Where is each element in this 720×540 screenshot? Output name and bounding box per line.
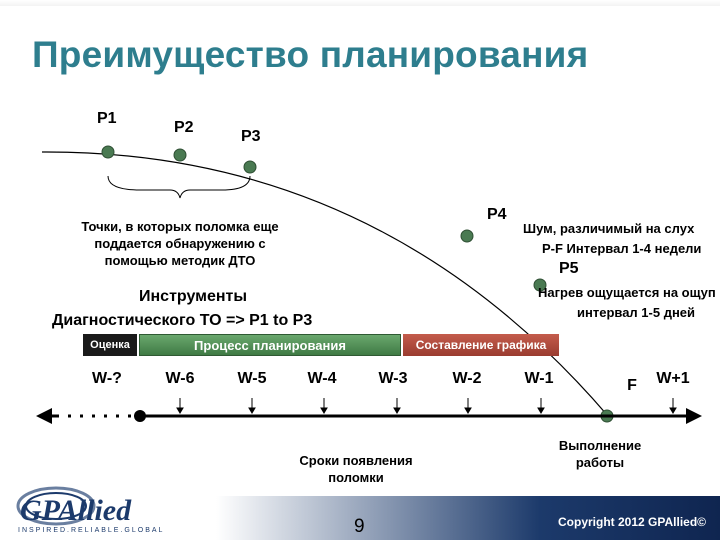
scheduling-bar: Составление графика bbox=[403, 334, 559, 356]
point-p1 bbox=[101, 145, 115, 159]
week-label-w3: W-3 bbox=[378, 370, 408, 387]
execution-line2: работы bbox=[575, 455, 625, 470]
week-label-w4: W-4 bbox=[307, 370, 337, 387]
p5-note-line2: интервал 1-5 дней bbox=[577, 305, 696, 320]
label-p4: P4 bbox=[487, 206, 507, 223]
label-p5: P5 bbox=[559, 260, 579, 277]
p4-note-line2: P-F Интервал 1-4 недели bbox=[542, 241, 702, 256]
p1-p3-note-line2: поддается обнаружению с bbox=[94, 236, 266, 251]
week-label-w6: W-6 bbox=[165, 370, 195, 387]
tools-heading-line1: Инструменты bbox=[139, 288, 248, 305]
svg-text:GPAllied: GPAllied bbox=[20, 494, 132, 527]
point-p3 bbox=[243, 160, 257, 174]
p1-p3-note-line3: помощью методик ДТО bbox=[104, 253, 256, 268]
gpallied-logo: GPAllied bbox=[16, 486, 132, 527]
page-number: 9 bbox=[354, 516, 365, 537]
p1-p3-note-line1: Точки, в которых поломка еще bbox=[81, 219, 279, 234]
page-title: Преимущество планирования bbox=[32, 34, 589, 75]
tools-heading-line2: Диагностического ТО => P1 to P3 bbox=[52, 312, 313, 329]
logo-tagline: INSPIRED.RELIABLE.GLOBAL bbox=[18, 527, 165, 534]
assessment-bar: Оценка bbox=[83, 334, 137, 356]
p4-note-line1: Шум, различимый на слух bbox=[523, 221, 695, 236]
week-ticks bbox=[176, 398, 677, 414]
failure-timing-caption: Сроки появления поломки bbox=[286, 452, 426, 486]
point-p2 bbox=[173, 148, 187, 162]
label-p3: P3 bbox=[241, 128, 261, 145]
p5-note-line1: Нагрев ощущается на ощуп bbox=[538, 285, 716, 300]
point-p5 bbox=[533, 278, 547, 292]
week-label-w-plus1: W+1 bbox=[656, 370, 690, 387]
failure-timing-line2: поломки bbox=[328, 470, 384, 485]
execution-caption: Выполнение работы bbox=[545, 437, 655, 471]
label-p2: P2 bbox=[174, 119, 194, 136]
week-label-w5: W-5 bbox=[237, 370, 267, 387]
p1-p3-note: Точки, в которых поломка еще поддается о… bbox=[70, 218, 290, 269]
planning-bar: Процесс планирования bbox=[139, 334, 401, 356]
point-p4 bbox=[460, 229, 474, 243]
footer-band bbox=[0, 496, 720, 540]
week-label-w1: W-1 bbox=[524, 370, 554, 387]
top-border bbox=[0, 0, 720, 6]
failure-timing-line1: Сроки появления bbox=[299, 453, 413, 468]
execution-line1: Выполнение bbox=[558, 438, 642, 453]
week-label-w2: W-2 bbox=[452, 370, 482, 387]
week-label-unknown: W-? bbox=[92, 370, 122, 387]
timeline-arrow-right bbox=[686, 408, 702, 424]
week-label-f: F bbox=[627, 377, 637, 394]
timeline-start-dot bbox=[134, 410, 146, 422]
timeline-arrow-left bbox=[36, 408, 52, 424]
timeline-dotted-mask bbox=[56, 412, 136, 420]
p1-p3-bracket bbox=[107, 175, 251, 199]
label-p1: P1 bbox=[97, 110, 117, 127]
copyright-text: Copyright 2012 GPAllied© bbox=[558, 515, 706, 529]
